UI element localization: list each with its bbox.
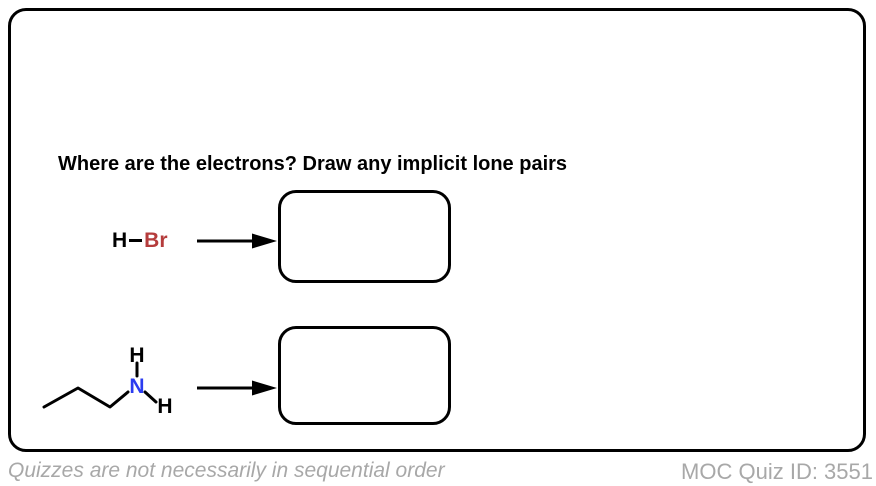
carbon-chain-bond-lines [42, 386, 130, 409]
molecule-propylamine: H N H [42, 344, 173, 418]
atom-label-n: N [129, 375, 144, 398]
atom-label-br: Br [144, 229, 168, 252]
quiz-id-label: MOC Quiz ID: 3551 [681, 459, 873, 484]
atom-label-h: H [112, 229, 128, 252]
answer-box-propylamine[interactable] [278, 326, 451, 425]
single-bond-line [129, 239, 143, 242]
atom-label-h-right: H [157, 395, 172, 418]
question-title: Where are the electrons? Draw any implic… [58, 153, 568, 175]
molecule-hydrogen-bromide: H Br [112, 228, 168, 253]
n-h-right-bond-line [143, 390, 158, 404]
atom-label-h-top: H [129, 344, 144, 367]
right-arrow-icon [197, 233, 277, 249]
right-arrow-icon [197, 380, 277, 396]
answer-box-hbr[interactable] [278, 190, 451, 283]
footer-note: Quizzes are not necessarily in sequentia… [8, 459, 445, 482]
